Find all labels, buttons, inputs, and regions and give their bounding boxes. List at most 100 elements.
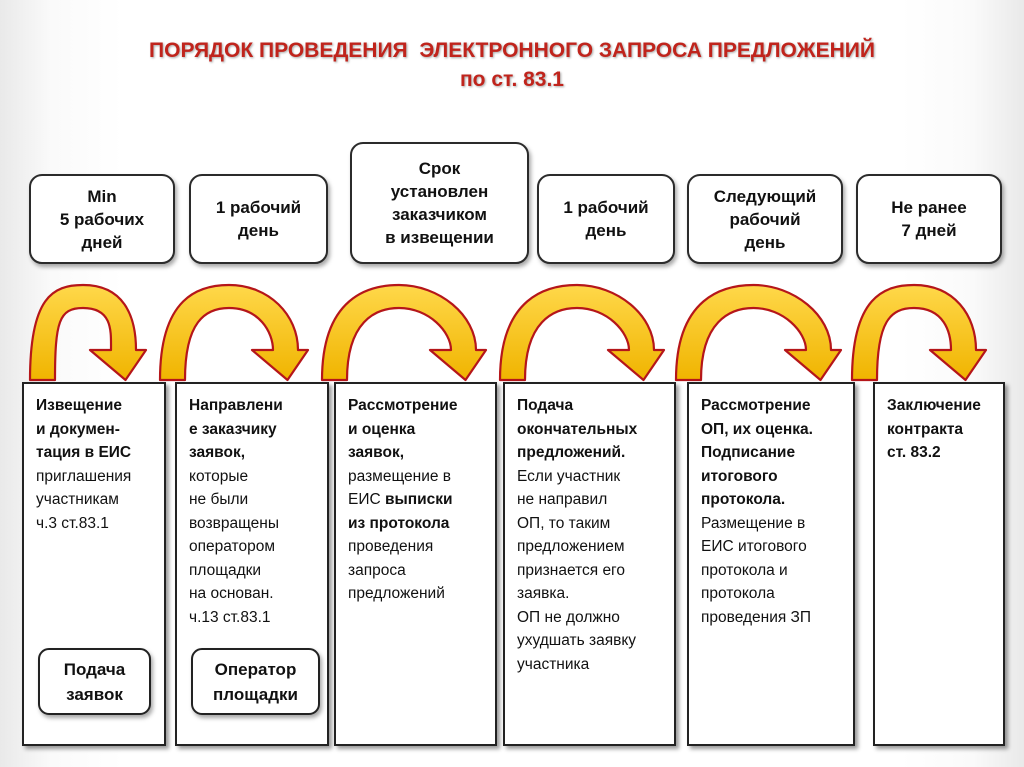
step-text: размещение в [348,467,452,485]
title-line-1: ПОРЯДОК ПРОВЕДЕНИЯ ЭЛЕКТРОННОГО ЗАПРОСА … [149,39,875,62]
step-line: признается его [517,559,668,583]
title-line-2: по ст. 83.1 [459,68,564,91]
step-line: е заказчику [189,418,321,442]
step-line: Рассмотрение [348,394,489,418]
step-text: участника [517,655,590,673]
step-text: ОП, то таким [517,514,611,532]
curved-arrow-5 [674,283,843,382]
step-line: ОП не должно [517,606,668,630]
step-line: ОП, их оценка. [701,418,847,442]
step-text: участникам [36,491,119,508]
step-line: окончательных [517,418,668,442]
step-line: ЕИС итогового [701,535,847,559]
step-line: и оценка [348,418,489,442]
step-line: не были [189,488,321,512]
step-text: Извещение [36,397,122,414]
step-line: не направил [517,488,668,512]
step-text: приглашения [36,467,132,485]
timing-line: Следующий [713,186,817,206]
step-text: ухудшать заявку [517,632,637,649]
step-line: протокола. [701,488,847,512]
timing-line: 7 дней [901,221,957,240]
timing-box-1: Min 5 рабочих дней [29,174,175,264]
step-line: Подписание [701,441,847,465]
step-line: Направлени [189,394,321,418]
step-line: Размещение в [701,512,847,536]
step-line: которые [189,465,321,489]
step-line: площадки [189,559,321,583]
step-line: ЕИС выписки [348,488,489,512]
step-line: Извещение [36,394,158,418]
step-line: предложением [517,535,668,559]
step-line: на основан. [189,582,321,606]
timing-line: 1 рабочий [563,198,649,217]
timing-line: дней [81,232,123,252]
step-line: протокола и [701,559,847,583]
step-text: проведения ЗП [701,608,812,626]
step-line: участникам [36,488,158,512]
timing-line: Срок [418,159,461,178]
step-text: предложений [348,585,445,602]
step-text: Рассмотрение [701,397,811,414]
step-line: ч.3 ст.83.1 [36,512,158,536]
timing-box-5: Следующий рабочий день [687,174,843,264]
step-line: Подача [517,394,668,418]
step-text: протокола и [701,561,788,579]
timing-line: 5 рабочих [59,209,145,229]
step-box-3: Рассмотрение и оценка заявок, размещение в Е… [334,382,497,746]
step-text: из протокола [348,514,450,532]
step-line: участника [517,653,668,677]
step-line: Если участник [517,465,668,489]
step-line: размещение в [348,465,489,489]
step-text: Подача [517,397,574,414]
step-line: проведения [348,535,489,559]
curved-arrow-1 [28,283,148,382]
step-text: возвращены [189,514,279,532]
timing-line: Min [87,186,117,206]
step-line: ухудшать заявку [517,629,668,653]
step-text: оператором [189,538,275,555]
step-line: заявка. [517,582,668,606]
step-text: ОП, их оценка. [701,420,813,438]
timing-line: день [238,221,279,240]
step-text: ст. 83.2 [887,444,941,461]
timing-line: рабочий [729,209,801,229]
timing-line: день [585,221,627,240]
timing-box-4: 1 рабочий день [537,174,675,264]
timing-line: день [744,232,786,252]
step-text: протокола. [701,491,786,508]
step-text: и оценка [348,420,416,438]
timing-line: 1 рабочий [215,198,302,217]
step-text: заявок, [348,444,405,461]
step-line: предложений [348,582,489,606]
step-line: Заключение [887,394,997,418]
step-text: ОП не должно [517,608,620,626]
step-line: ст. 83.2 [887,441,997,465]
step-line: из протокола [348,512,489,536]
step-text: предложением [517,538,625,555]
step-line: оператором [189,535,321,559]
step-line: контракта [887,418,997,442]
step-text: протокола [701,585,775,602]
curved-arrow-2 [158,283,310,382]
step-line: Рассмотрение [701,394,847,418]
step-text: ЕИС [348,491,385,508]
step-line: тация в ЕИС [36,441,158,465]
step-text: не направил [517,491,608,508]
step-line: проведения ЗП [701,606,847,630]
timing-box-2: 1 рабочий день [189,174,328,264]
step-box-6: Заключение контракта ст. 83.2 [873,382,1005,746]
step-line: приглашения [36,465,158,489]
step-text: Если участник [517,467,621,485]
step-text: контракта [887,420,964,438]
sublabel-line: заявок [66,684,123,704]
step-text: ч.13 ст.83.1 [189,608,271,626]
step-text: заявка. [517,585,570,602]
sublabel-line: площадки [213,684,298,704]
